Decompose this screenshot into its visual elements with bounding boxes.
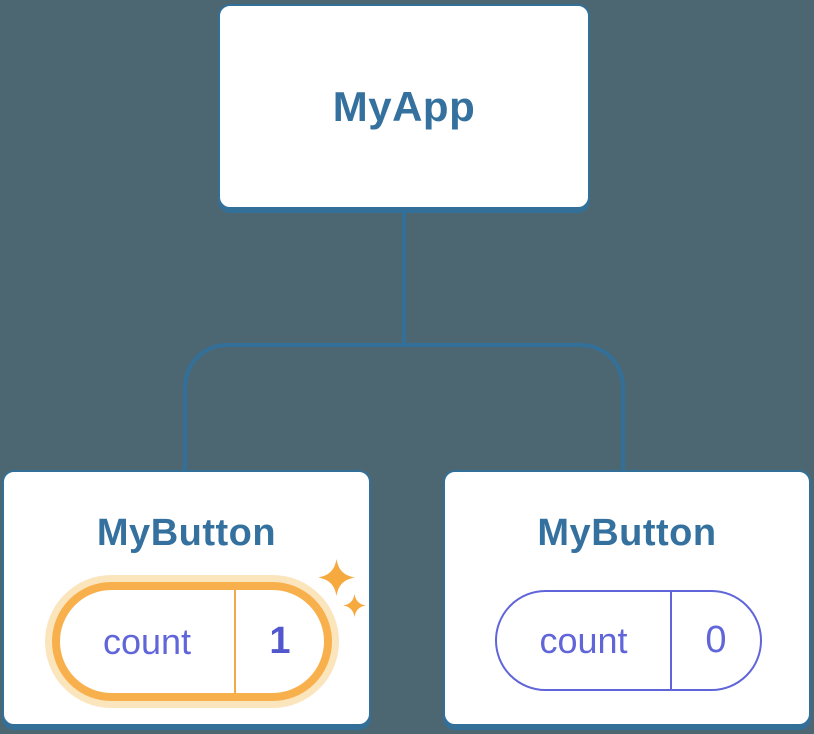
- node-myapp-label: MyApp: [332, 82, 476, 130]
- state-key: count: [102, 620, 192, 662]
- node-myapp: MyApp: [218, 4, 590, 209]
- node-mybutton-default: MyButton count 0: [443, 470, 811, 726]
- connector-bracket: [183, 343, 625, 470]
- node-mybutton-updated-label: MyButton: [96, 512, 277, 554]
- sparkle-icon-small: [343, 594, 366, 617]
- state-value: 0: [670, 592, 760, 689]
- state-value: 1: [234, 590, 324, 693]
- connector-stem: [402, 209, 406, 344]
- state-pill-highlighted: count 1: [52, 582, 332, 701]
- sparkle-icon: [318, 559, 355, 596]
- state-pill-default: count 0: [495, 590, 762, 691]
- state-key: count: [539, 619, 628, 661]
- node-mybutton-default-label: MyButton: [537, 512, 717, 554]
- node-mybutton-updated: MyButton count 1: [2, 470, 371, 726]
